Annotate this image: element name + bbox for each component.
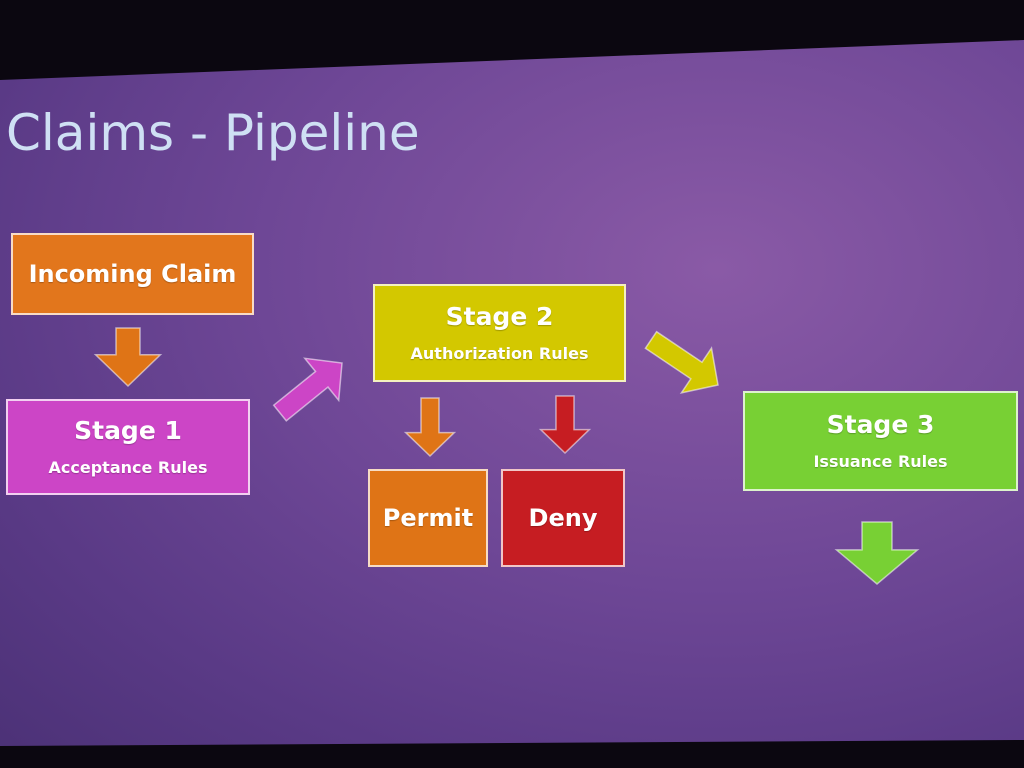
stage-3-label: Stage 3 bbox=[826, 409, 935, 439]
arrow-incoming-to-stage1 bbox=[93, 327, 163, 388]
arrow-stage2-to-deny bbox=[538, 395, 592, 455]
stage-1-box: Stage 1 Acceptance Rules bbox=[6, 399, 250, 495]
stage-2-box: Stage 2 Authorization Rules bbox=[373, 284, 626, 382]
stage-3-sublabel: Issuance Rules bbox=[813, 452, 948, 472]
incoming-claim-box: Incoming Claim bbox=[11, 233, 254, 315]
top-bezel bbox=[0, 0, 1024, 80]
arrow-stage2-to-stage3 bbox=[644, 330, 719, 395]
permit-box: Permit bbox=[368, 469, 488, 567]
stage-1-sublabel: Acceptance Rules bbox=[48, 458, 208, 478]
stage-3-box: Stage 3 Issuance Rules bbox=[743, 391, 1018, 491]
stage-2-label: Stage 2 bbox=[445, 301, 554, 331]
bottom-bezel bbox=[0, 740, 1024, 768]
stage-2-sublabel: Authorization Rules bbox=[410, 344, 589, 364]
deny-label: Deny bbox=[528, 503, 598, 532]
stage-1-label: Stage 1 bbox=[74, 415, 182, 445]
arrow-stage2-to-permit bbox=[403, 397, 457, 458]
deny-box: Deny bbox=[501, 469, 625, 567]
arrow-stage1-to-stage2 bbox=[272, 357, 343, 422]
permit-label: Permit bbox=[382, 503, 474, 532]
incoming-claim-label: Incoming Claim bbox=[28, 259, 237, 288]
slide-title: Claims - Pipeline bbox=[6, 104, 420, 162]
arrow-stage3-to-output bbox=[834, 521, 920, 585]
